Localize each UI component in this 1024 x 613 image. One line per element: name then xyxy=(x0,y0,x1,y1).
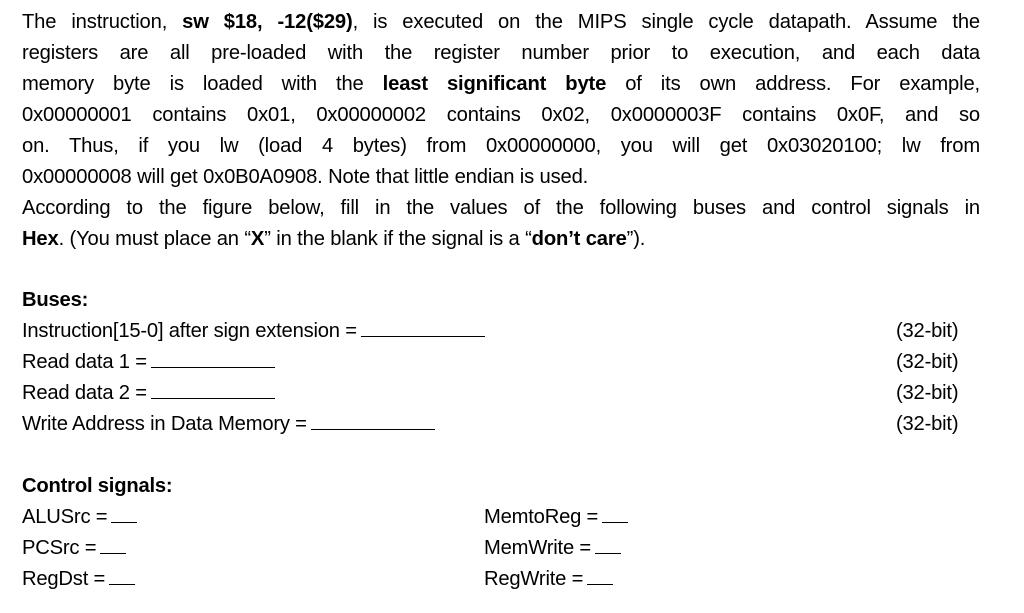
bus-width-note: (32-bit) xyxy=(896,351,959,373)
bus-label: Read data 2 = xyxy=(22,382,147,404)
control-signals-heading: Control signals: xyxy=(22,475,173,497)
control-label: RegWrite = xyxy=(484,568,584,590)
read-data-1-answer-blank[interactable] xyxy=(150,347,275,368)
pcsrc-answer-blank[interactable] xyxy=(100,533,127,554)
control-row-alusrc: ALUSrc = xyxy=(22,502,138,533)
control-row-memtoreg: MemtoReg = xyxy=(484,502,629,533)
intro-line-4: 0x00000001 contains 0x01, 0x00000002 con… xyxy=(22,104,980,126)
question-text: The instruction, sw $18, -12($29), is ex… xyxy=(22,7,980,255)
intro-line-3: memory byte is loaded with the least sig… xyxy=(22,73,980,95)
intro-paragraph: The instruction, sw $18, -12($29), is ex… xyxy=(22,7,980,255)
intro-line-7: According to the figure below, fill in t… xyxy=(22,197,980,219)
bus-row-sign-extension: Instruction[15-0] after sign extension = xyxy=(22,316,485,347)
intro-line-8: Hex. (You must place an “X” in the blank… xyxy=(22,228,646,250)
bus-width-note: (32-bit) xyxy=(896,382,959,404)
control-row-memwrite: MemWrite = xyxy=(484,533,621,564)
memtoreg-answer-blank[interactable] xyxy=(602,502,629,523)
bus-row-read-data-1: Read data 1 = xyxy=(22,347,275,378)
control-label: PCSrc = xyxy=(22,537,97,559)
bus-row-write-address: Write Address in Data Memory = xyxy=(22,409,435,440)
control-label: ALUSrc = xyxy=(22,506,108,528)
bus-width-note: (32-bit) xyxy=(896,320,959,342)
sign-extension-answer-blank[interactable] xyxy=(360,316,485,337)
memwrite-answer-blank[interactable] xyxy=(595,533,621,554)
intro-line-6: 0x00000008 will get 0x0B0A0908. Note tha… xyxy=(22,166,589,188)
intro-line-5: on. Thus, if you lw (load 4 bytes) from … xyxy=(22,135,980,157)
bus-label: Instruction[15-0] after sign extension = xyxy=(22,320,357,342)
bus-row-read-data-2: Read data 2 = xyxy=(22,378,275,409)
intro-line-1: The instruction, sw $18, -12($29), is ex… xyxy=(22,11,980,33)
bus-label: Write Address in Data Memory = xyxy=(22,413,307,435)
control-row-regwrite: RegWrite = xyxy=(484,564,614,595)
control-label: RegDst = xyxy=(22,568,106,590)
control-label: MemWrite = xyxy=(484,537,591,559)
intro-line-2: registers are all pre-loaded with the re… xyxy=(22,42,980,64)
bus-width-note: (32-bit) xyxy=(896,413,959,435)
regwrite-answer-blank[interactable] xyxy=(587,564,614,585)
buses-heading: Buses: xyxy=(22,289,89,311)
alusrc-answer-blank[interactable] xyxy=(111,502,138,523)
bus-label: Read data 1 = xyxy=(22,351,147,373)
regdst-answer-blank[interactable] xyxy=(109,564,136,585)
read-data-2-answer-blank[interactable] xyxy=(150,378,275,399)
write-address-answer-blank[interactable] xyxy=(310,409,435,430)
control-label: MemtoReg = xyxy=(484,506,599,528)
control-row-regdst: RegDst = xyxy=(22,564,136,595)
control-row-pcsrc: PCSrc = xyxy=(22,533,127,564)
